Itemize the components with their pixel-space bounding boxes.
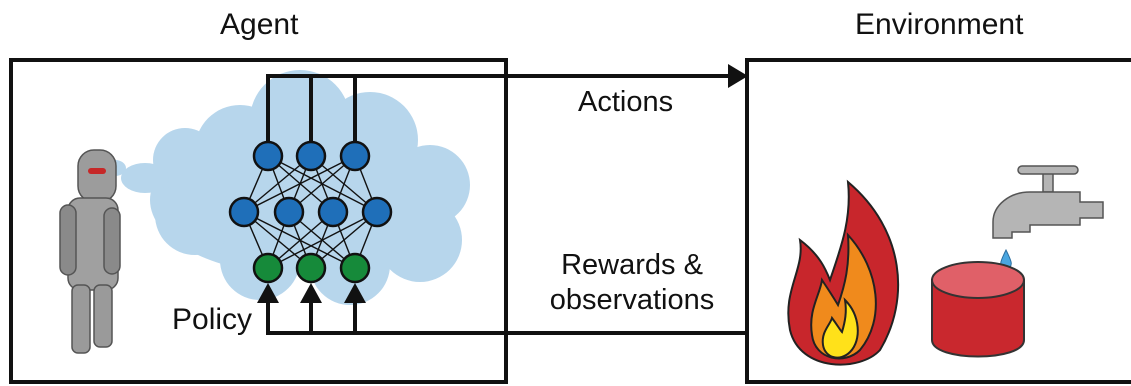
bucket-icon (931, 261, 1025, 358)
hidden-neurons (228, 196, 393, 228)
output-neurons (252, 140, 371, 172)
robot-icon (59, 149, 121, 354)
agent-title: Agent (220, 8, 299, 41)
input-arrowhead-2 (300, 283, 322, 303)
environment-title: Environment (855, 8, 1024, 41)
actions-label: Actions (578, 86, 674, 118)
faucet-icon (992, 165, 1104, 239)
environment-box (745, 58, 1131, 384)
observation-lines (266, 298, 748, 335)
rewards-label-line1: Rewards & (561, 249, 703, 281)
agent-box (9, 58, 508, 384)
input-arrowhead-3 (344, 283, 366, 303)
actions-arrowhead (728, 64, 748, 88)
rewards-observations-label: Rewards & observations (542, 248, 722, 318)
input-neurons (252, 252, 371, 284)
policy-label: Policy (172, 303, 253, 336)
fire-icon (787, 179, 900, 366)
rewards-label-line2: observations (549, 283, 715, 316)
input-arrowhead-1 (257, 283, 279, 303)
